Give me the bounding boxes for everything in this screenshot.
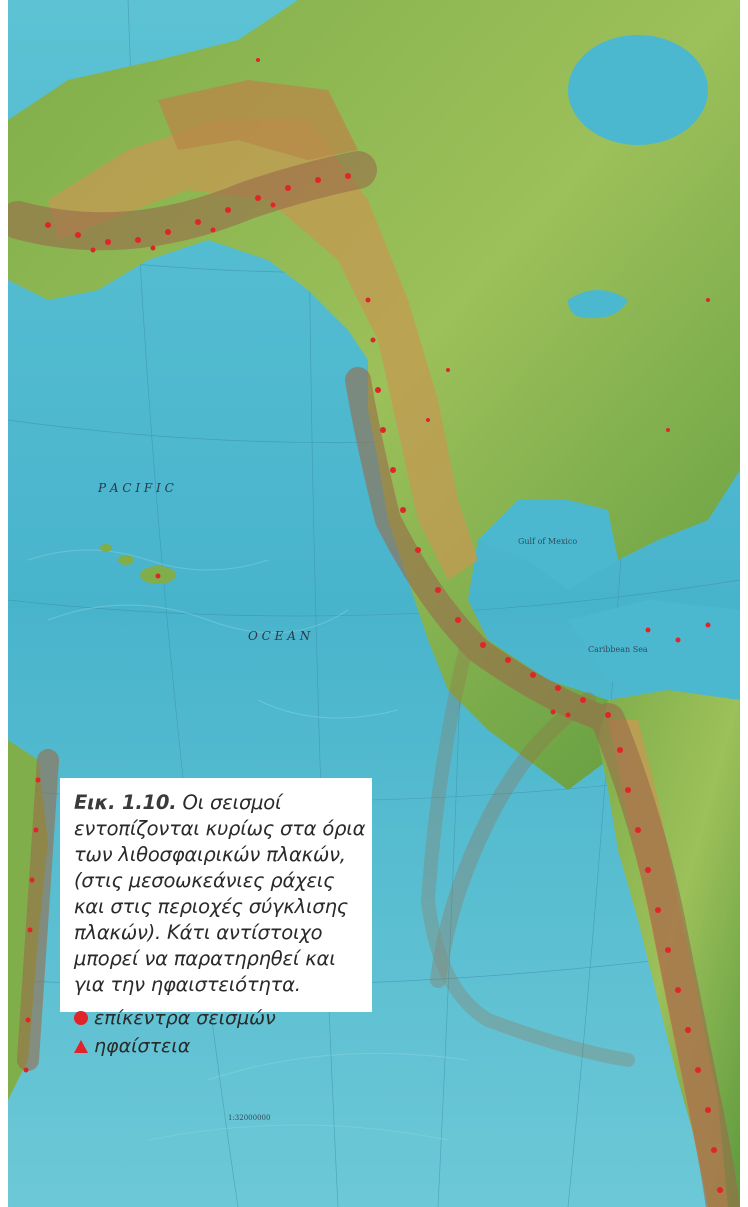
legend-epicenters: επίκεντρα σεισμών	[74, 1004, 366, 1032]
figure-caption-box: Εικ. 1.10. Οι σεισμοί εντοπίζονται κυρίω…	[60, 778, 372, 1057]
cordillera-relief	[48, 120, 478, 580]
gulf-of-mexico	[478, 500, 618, 590]
legend-volcanoes-label: ηφαίστεια	[94, 1035, 191, 1057]
figure-label: Εικ. 1.10.	[74, 791, 177, 814]
volcano-triangle-icon	[74, 1039, 88, 1053]
caption-body: Οι σεισμοί εντοπίζονται κυρίως στα όρια …	[74, 791, 366, 996]
scale-label: 1:32000000	[228, 1114, 270, 1122]
north-america-land	[8, 0, 740, 790]
epicenter-dots	[23, 58, 723, 1193]
hudson-bay	[568, 35, 708, 145]
gulf-label: Gulf of Mexico	[518, 537, 577, 546]
legend-epicenters-label: επίκεντρα σεισμών	[94, 1007, 276, 1029]
seafloor-texture	[27, 549, 469, 1141]
great-lakes	[568, 290, 628, 319]
caribbean-sea	[568, 600, 740, 700]
legend-volcanoes: ηφαίστεια	[74, 1032, 366, 1060]
sea-label: Caribbean Sea	[588, 645, 648, 654]
ocean-label-pacific: P A C I F I C	[97, 481, 174, 495]
figure-caption: Εικ. 1.10. Οι σεισμοί εντοπίζονται κυρίω…	[74, 790, 366, 998]
alaska-range	[158, 80, 358, 160]
epicenter-dot-icon	[74, 1011, 88, 1025]
ocean-label-ocean: O C E A N	[248, 629, 311, 643]
